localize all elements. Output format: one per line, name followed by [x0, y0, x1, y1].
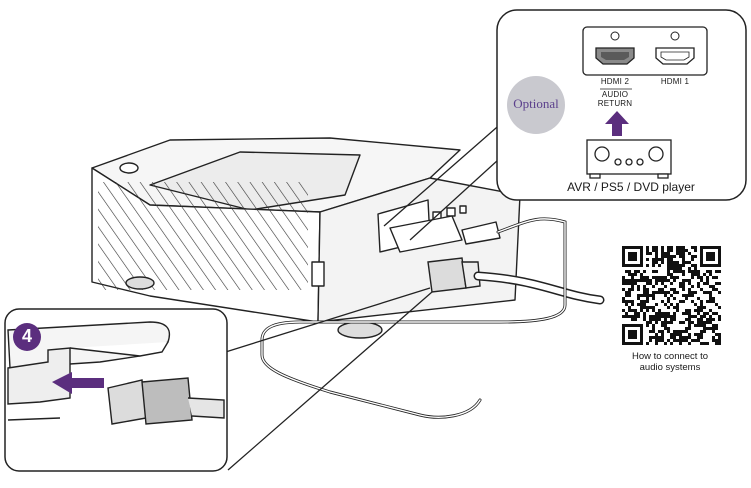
avr-device-icon: [586, 139, 672, 179]
device-label: AVR / PS5 / DVD player: [567, 180, 695, 194]
zoom-inset: [4, 287, 433, 472]
hdmi2-label: HDMI 2: [600, 77, 630, 86]
step-number: 4: [21, 326, 32, 346]
insert-arrow: [52, 372, 104, 394]
audio-return-label-line2: RETURN: [597, 99, 633, 108]
hdmi1-label: HDMI 1: [660, 77, 690, 86]
audio-return-label-line1: AUDIO: [601, 90, 629, 99]
optional-label: Optional: [513, 96, 559, 111]
power-connector: [427, 257, 481, 293]
hdmi2-port-icon: [595, 47, 635, 65]
hdmi1-port-icon: [655, 47, 695, 65]
step-badge: [13, 323, 41, 351]
optional-badge: [507, 76, 565, 134]
up-arrow: [605, 111, 629, 136]
qr-caption-line2: audio systems: [639, 362, 701, 373]
cables: [260, 217, 605, 419]
projector-illustration: [91, 137, 521, 339]
qr-code-icon: [622, 246, 721, 345]
qr-caption-line1: How to connect to: [631, 351, 709, 362]
